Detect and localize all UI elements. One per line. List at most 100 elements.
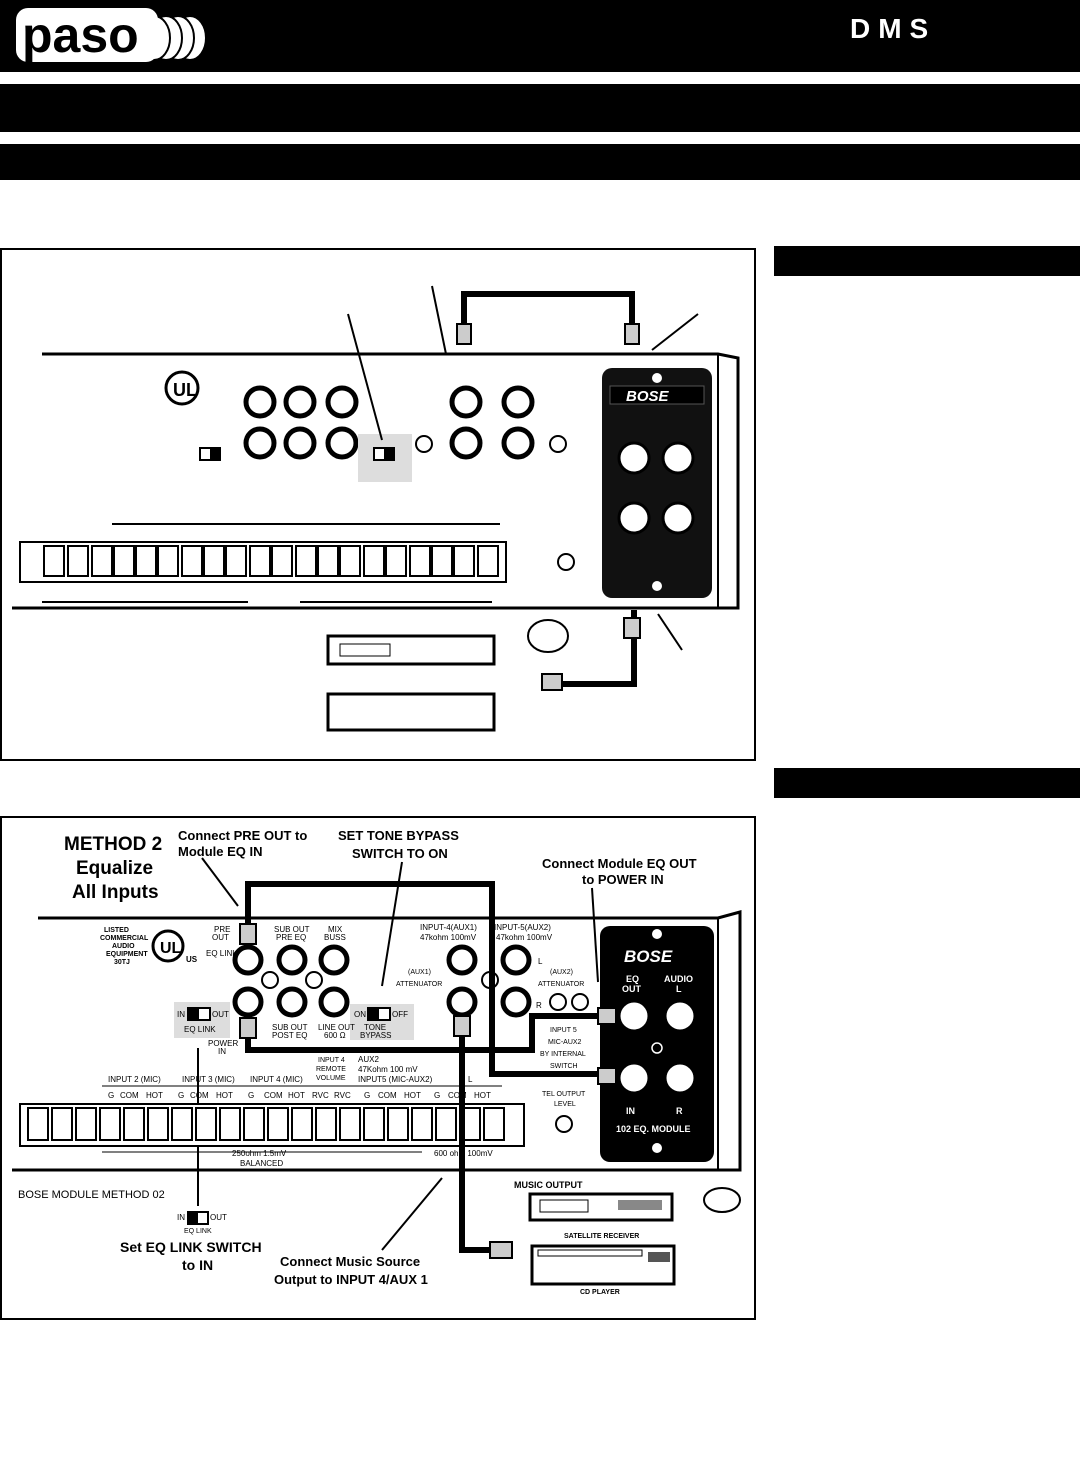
eq-link-out-2: OUT [210, 1213, 227, 1222]
satellite-label: SATELLITE RECEIVER [564, 1233, 639, 1240]
side-heading-bar-1 [774, 246, 1080, 276]
cable-pre-out-to-eq-in [245, 881, 602, 1077]
svg-text:UL: UL [173, 380, 197, 400]
module-in-label: IN [626, 1106, 635, 1116]
svg-text:G: G [364, 1091, 370, 1100]
input4-remote-2: REMOTE [316, 1066, 346, 1073]
svg-text:HOT: HOT [404, 1091, 421, 1100]
music-output-label: MUSIC OUTPUT [514, 1180, 583, 1190]
tone-label: TONE [364, 1023, 386, 1032]
module-audio-label: AUDIO [664, 974, 693, 984]
eq-link-sublabel-2: EQ LINK [184, 1228, 212, 1235]
cd-player-label: CD PLAYER [580, 1289, 620, 1296]
eq-link-in-2: IN [177, 1213, 185, 1222]
cable-eq-out-to-power-in [245, 1013, 602, 1053]
terminal-labels: G COM HOT G COM HOT G COM HOT RVC RVC G … [108, 1091, 491, 1100]
input3-header: INPUT 3 (MIC) [182, 1075, 235, 1084]
aux1-att-label-2: ATTENUATOR [396, 981, 442, 988]
eq-link-label: EQ LINK [206, 949, 238, 958]
input5-label: INPUT-5(AUX2) [494, 923, 551, 932]
header-graphics: paso DMS [16, 7, 928, 63]
satellite-dish-icon [527, 619, 569, 653]
bose-102-eq-module [600, 926, 714, 1162]
input5-mic-3: BY INTERNAL [540, 1051, 586, 1058]
input2-header: INPUT 2 (MIC) [108, 1075, 161, 1084]
svg-text:HOT: HOT [288, 1091, 305, 1100]
impedance-left: 250ohm 1.5mV [232, 1149, 287, 1158]
figure-method-1: UL BOSE [0, 248, 756, 761]
svg-text:G: G [248, 1091, 254, 1100]
pre-out-label-2: OUT [212, 933, 229, 942]
callout-music-1: Connect Music Source [280, 1254, 420, 1269]
callout-eq-out-2: to POWER IN [582, 872, 664, 887]
cable-music-to-input4 [459, 1026, 502, 1253]
svg-text:COM: COM [378, 1091, 397, 1100]
svg-text:BOSE: BOSE [626, 388, 670, 405]
bose-module-1 [602, 368, 712, 598]
power-in-label: POWER [208, 1039, 238, 1048]
sub-out-post-label: SUB OUT [272, 1023, 308, 1032]
input4-label-2: 47kohm 100mV [420, 933, 477, 942]
title-band [0, 84, 1080, 132]
callout-eq-link-2: to IN [182, 1257, 213, 1273]
svg-text:AUDIO: AUDIO [112, 943, 135, 950]
svg-text:G: G [434, 1091, 440, 1100]
input4-remote-3: VOLUME [316, 1075, 346, 1082]
method-title-3: All Inputs [72, 882, 159, 903]
module-l-label: L [676, 984, 682, 994]
ul-icon [151, 929, 185, 963]
power-in-label-2: IN [218, 1047, 226, 1056]
svg-text:COM: COM [264, 1091, 283, 1100]
subtitle-band [0, 144, 1080, 180]
aux2-text: AUX2 [358, 1055, 379, 1064]
side-heading-bar-2 [774, 768, 1080, 798]
svg-text:G: G [108, 1091, 114, 1100]
balanced-label: BALANCED [240, 1159, 283, 1168]
svg-text:LISTED: LISTED [104, 927, 129, 934]
mix-buss-label-2: BUSS [324, 933, 346, 942]
line-out-label: LINE OUT [318, 1023, 355, 1032]
svg-text:HOT: HOT [216, 1091, 233, 1100]
sub-out-pre-label: SUB OUT [274, 925, 310, 934]
callout-tone-2: SWITCH TO ON [352, 846, 448, 861]
sub-out-post-label-2: POST EQ [272, 1031, 307, 1040]
module-brand: BOSE [624, 947, 673, 966]
input4-mic-header: INPUT 4 (MIC) [250, 1075, 303, 1084]
svg-text:COMMERCIAL: COMMERCIAL [100, 935, 149, 942]
tone-on: ON [354, 1010, 366, 1019]
paso-logo: paso [16, 7, 207, 63]
line-out-label-2: 600 Ω [324, 1031, 346, 1040]
ul-icon [164, 370, 200, 406]
svg-text:EQUIPMENT: EQUIPMENT [106, 951, 148, 958]
module-r-label: R [676, 1106, 683, 1116]
svg-text:COM: COM [448, 1091, 467, 1100]
eq-link-out: OUT [212, 1010, 229, 1019]
ul-us: US [186, 955, 198, 964]
callout-pre-out-2: Module EQ IN [178, 844, 263, 859]
r-label: R [536, 1001, 542, 1010]
pre-out-label: PRE [214, 925, 230, 934]
callout-pre-out-1: Connect PRE OUT to [178, 828, 307, 843]
figure-method-2: METHOD 2 Equalize All Inputs Connect PRE… [0, 816, 756, 1320]
diagram-2: METHOD 2 Equalize All Inputs Connect PRE… [12, 828, 742, 1296]
aux2-att-label-2: ATTENUATOR [538, 981, 584, 988]
input5-mic: INPUT 5 [550, 1027, 577, 1034]
method-title-2: Equalize [76, 858, 153, 879]
mix-buss-label: MIX [328, 925, 343, 934]
satellite-dish-icon [703, 1187, 741, 1213]
tone-label-2: BYPASS [360, 1031, 391, 1040]
svg-text:RVC: RVC [312, 1091, 329, 1100]
input4-remote: INPUT 4 [318, 1057, 345, 1064]
tone-off: OFF [392, 1010, 408, 1019]
diagram-1: UL BOSE [12, 285, 740, 732]
callout-music-2: Output to INPUT 4/AUX 1 [274, 1272, 428, 1287]
callout-eq-out-1: Connect Module EQ OUT [542, 856, 697, 871]
eq-link-in: IN [177, 1010, 185, 1019]
svg-text:UL: UL [160, 940, 182, 957]
eq-link-sublabel: EQ LINK [184, 1025, 216, 1034]
module-name: 102 EQ. MODULE [616, 1124, 691, 1134]
svg-text:HOT: HOT [474, 1091, 491, 1100]
svg-text:RVC: RVC [334, 1091, 351, 1100]
module-eq-label: EQ [626, 974, 639, 984]
logo-text: paso [22, 7, 139, 63]
